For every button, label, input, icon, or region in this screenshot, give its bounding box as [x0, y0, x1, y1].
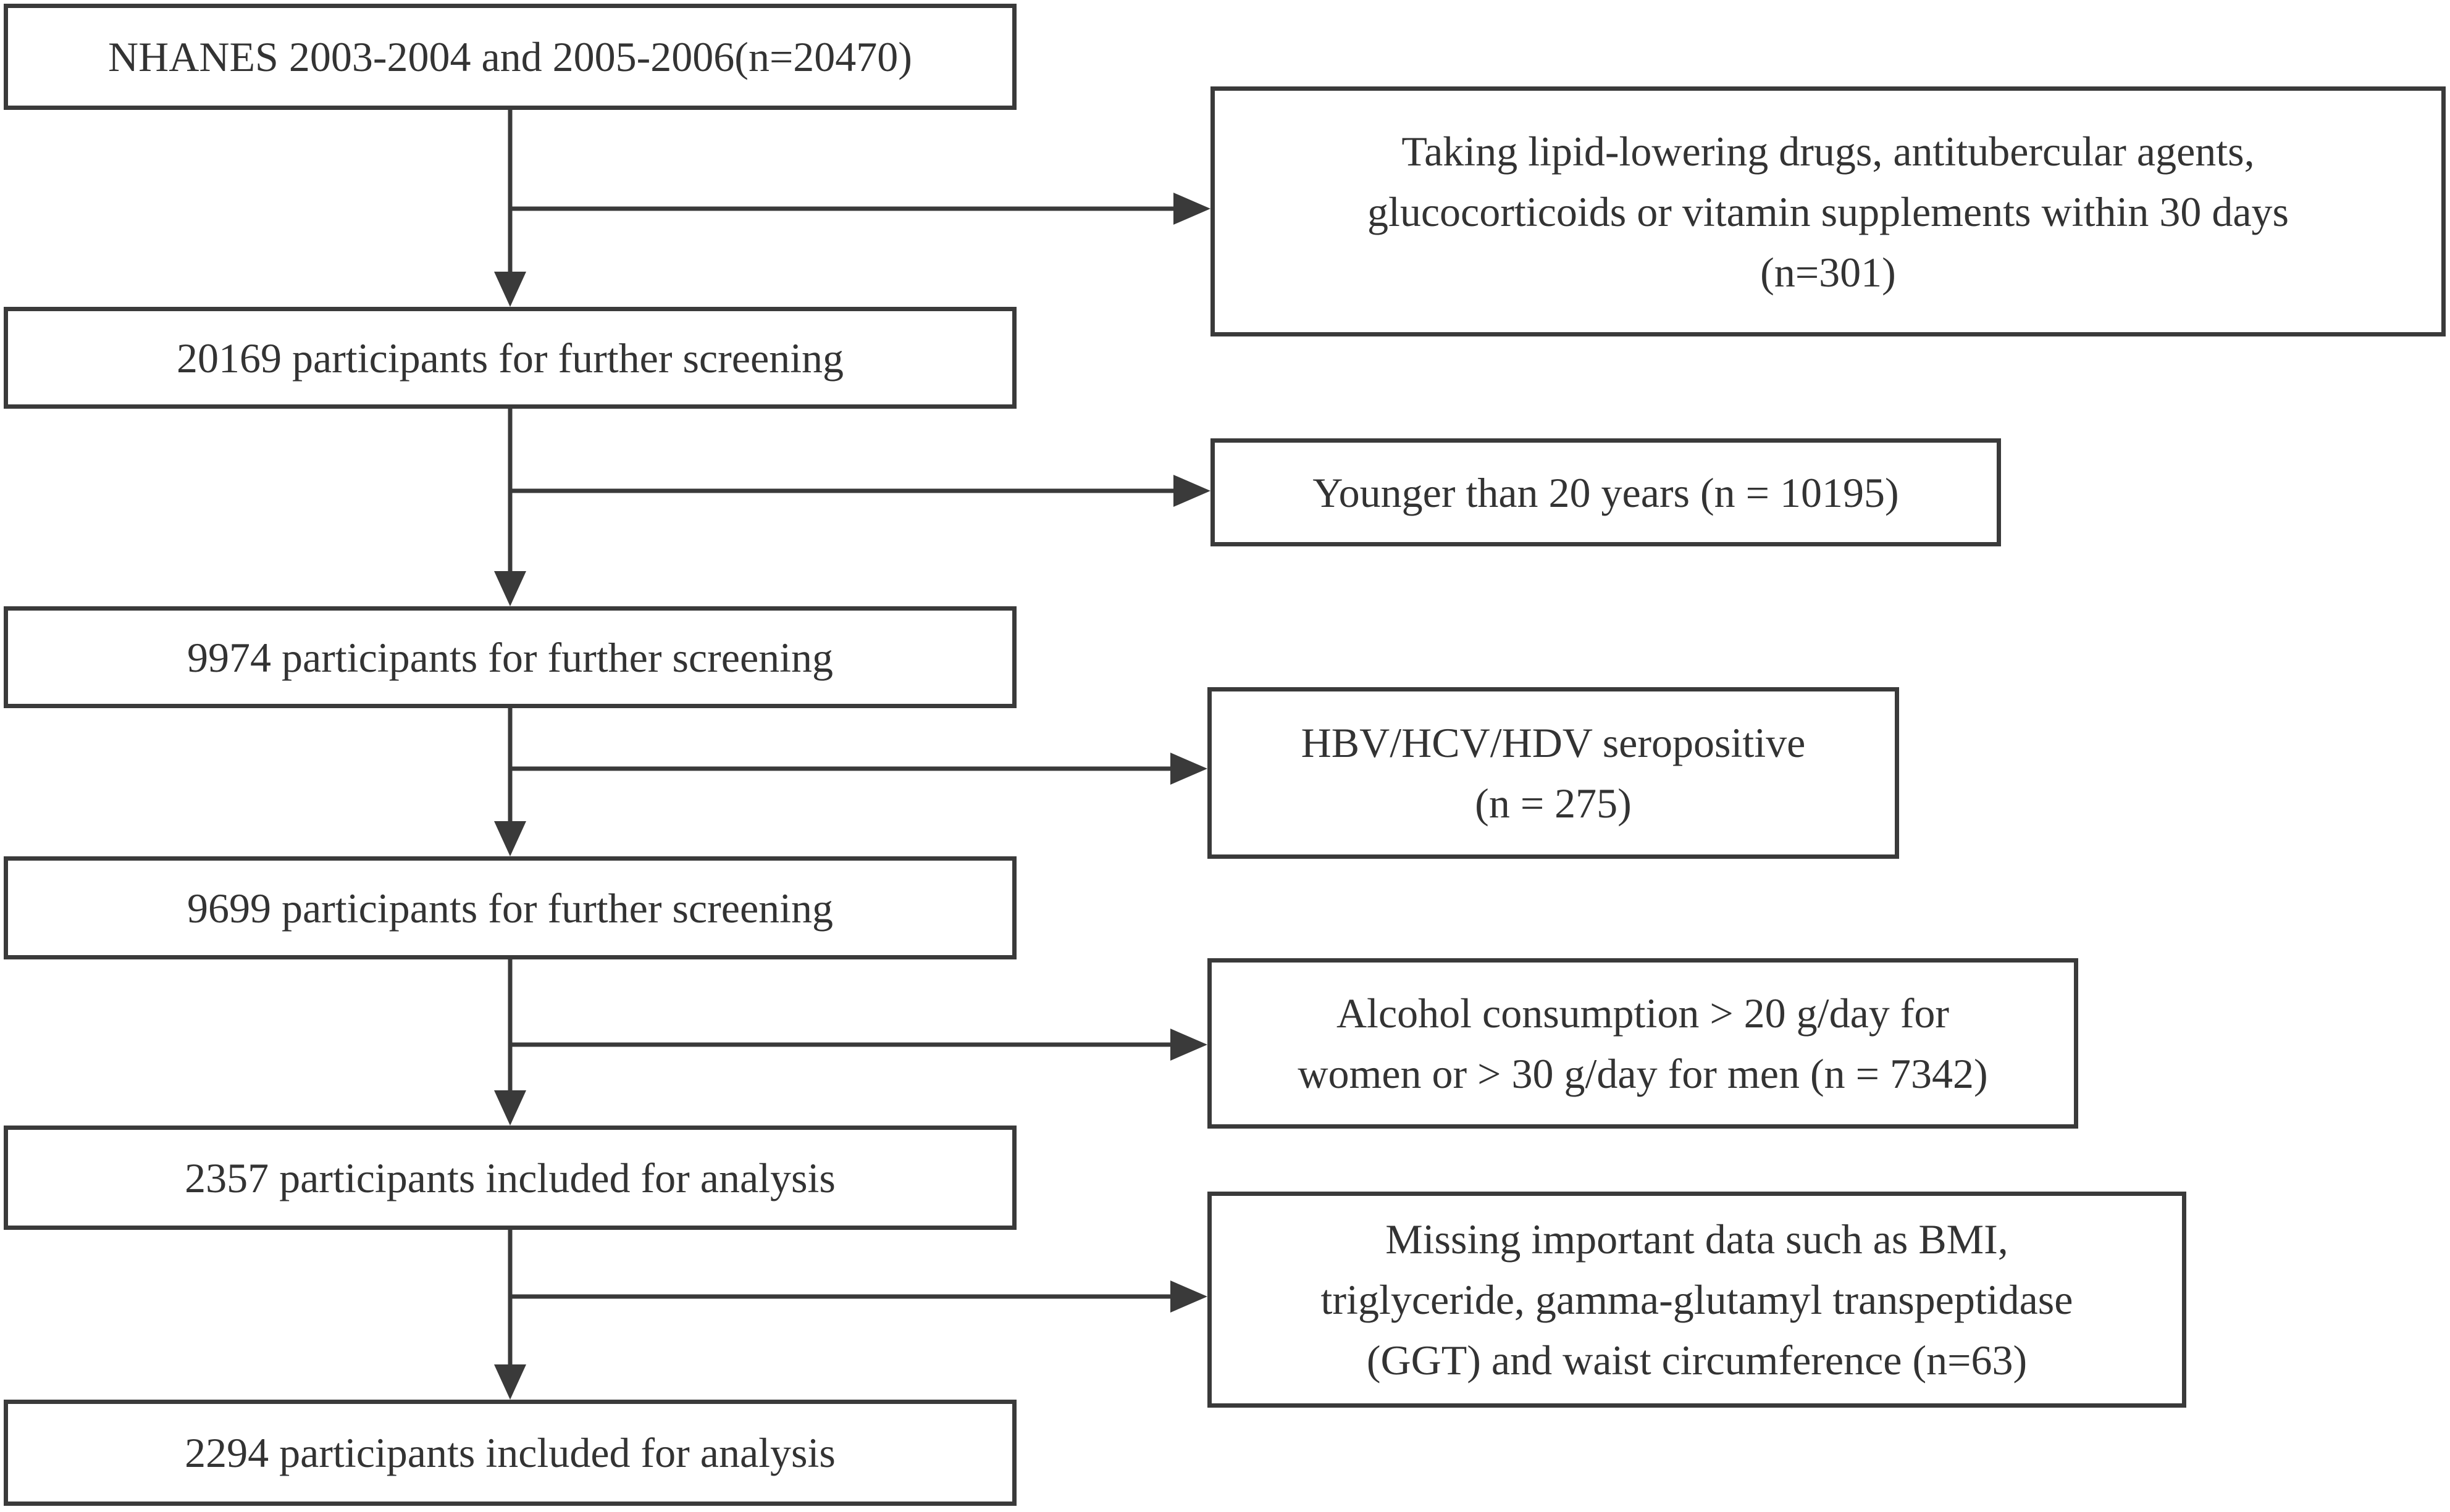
exclusion-box-1-line-1: Taking lipid-lowering drugs, antitubercu… [1401, 127, 2255, 175]
main-box-6: 2294 participants included for analysis [4, 1400, 1017, 1506]
down-arrowhead-2 [494, 571, 526, 606]
main-box-6-line-1: 2294 participants included for analysis [185, 1429, 836, 1476]
down-arrowhead-3 [494, 821, 526, 856]
main-box-3: 9974 participants for further screening [4, 606, 1017, 708]
main-box-4: 9699 participants for further screening [4, 856, 1017, 959]
down-arrowhead-5 [494, 1364, 526, 1400]
main-box-5: 2357 participants included for analysis [4, 1126, 1017, 1230]
exclusion-box-5-line-3: (GGT) and waist circumference (n=63) [1366, 1337, 2028, 1384]
down-arrowhead-4 [494, 1090, 526, 1126]
exclusion-box-4-line-1: Alcohol consumption > 20 g/day for [1336, 990, 1950, 1037]
main-box-4-line-1: 9699 participants for further screening [187, 884, 834, 932]
exclusion-box-1-line-2: glucocorticoids or vitamin supplements w… [1367, 188, 2289, 235]
main-box-1-line-1: NHANES 2003-2004 and 2005-2006(n=20470) [108, 33, 912, 80]
right-arrowhead-5 [1170, 1280, 1207, 1313]
main-box-5-line-1: 2357 participants included for analysis [185, 1154, 836, 1201]
right-arrowhead-2 [1173, 475, 1210, 507]
exclusion-box-3-line-1: HBV/HCV/HDV seropositive [1301, 719, 1806, 766]
exclusion-box-1-line-3: (n=301) [1760, 248, 1896, 296]
right-arrowhead-1 [1173, 193, 1210, 225]
right-arrowhead-4 [1170, 1029, 1207, 1061]
main-box-3-line-1: 9974 participants for further screening [187, 633, 834, 681]
down-arrowhead-1 [494, 272, 526, 307]
exclusion-box-4: Alcohol consumption > 20 g/day for women… [1207, 958, 2078, 1129]
exclusion-box-5-line-2: triglyceride, gamma-glutamyl transpeptid… [1320, 1276, 2073, 1323]
exclusion-box-4-line-2: women or > 30 g/day for men (n = 7342) [1298, 1050, 1988, 1097]
exclusion-box-3: HBV/HCV/HDV seropositive (n = 275) [1207, 687, 1899, 859]
exclusion-box-5: Missing important data such as BMI, trig… [1207, 1192, 2186, 1408]
exclusion-box-1: Taking lipid-lowering drugs, antitubercu… [1210, 86, 2446, 336]
right-arrowhead-3 [1170, 753, 1207, 785]
exclusion-box-5-line-1: Missing important data such as BMI, [1385, 1216, 2008, 1263]
exclusion-box-2: Younger than 20 years (n = 10195) [1210, 438, 2001, 546]
main-box-2: 20169 participants for further screening [4, 307, 1017, 409]
exclusion-box-2-line-1: Younger than 20 years (n = 10195) [1312, 469, 1899, 516]
main-box-2-line-1: 20169 participants for further screening [176, 334, 844, 382]
exclusion-box-3-line-2: (n = 275) [1475, 780, 1632, 827]
main-box-1: NHANES 2003-2004 and 2005-2006(n=20470) [4, 4, 1017, 110]
